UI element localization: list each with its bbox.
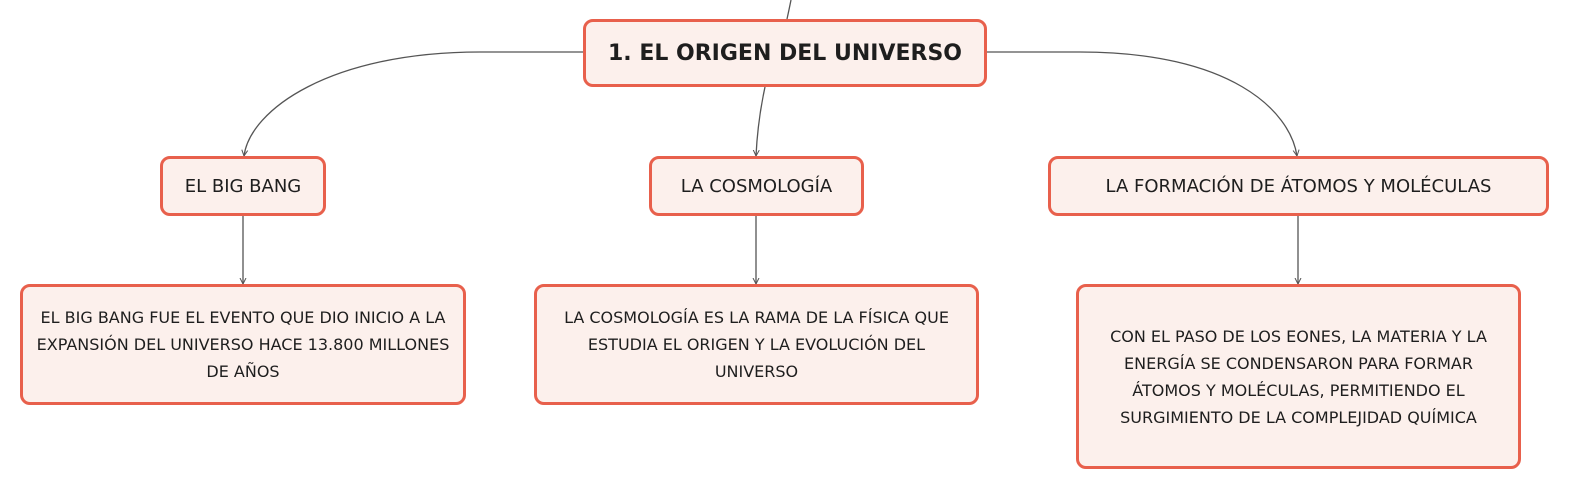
topic-label-cosmologia: LA COSMOLOGÍA [680,175,833,197]
root-topic-label: 1. EL ORIGEN DEL UNIVERSO [608,40,962,66]
detail-node-formacion[interactable]: CON EL PASO DE LOS EONES, LA MATERIA Y L… [1076,284,1521,469]
topic-label-big-bang: EL BIG BANG [184,175,302,197]
topic-node-big-bang[interactable]: EL BIG BANG [160,156,326,216]
connector-root-to-bigbang [244,51,583,156]
connector-root-to-formacion [987,51,1297,156]
connector-root-to-cosmologia [756,86,766,156]
connector-parent-to-root [786,0,792,20]
topic-node-cosmologia[interactable]: LA COSMOLOGÍA [649,156,864,216]
detail-node-cosmologia[interactable]: LA COSMOLOGÍA ES LA RAMA DE LA FÍSICA QU… [534,284,979,405]
detail-text-cosmologia: LA COSMOLOGÍA ES LA RAMA DE LA FÍSICA QU… [564,308,949,381]
detail-text-formacion: CON EL PASO DE LOS EONES, LA MATERIA Y L… [1110,326,1487,427]
detail-node-big-bang[interactable]: EL BIG BANG FUE EL EVENTO QUE DIO INICIO… [20,284,466,405]
topic-label-formacion: LA FORMACIÓN DE ÁTOMOS Y MOLÉCULAS [1105,175,1492,197]
root-topic-node[interactable]: 1. EL ORIGEN DEL UNIVERSO [583,19,987,87]
detail-text-big-bang: EL BIG BANG FUE EL EVENTO QUE DIO INICIO… [36,308,450,381]
topic-node-formacion[interactable]: LA FORMACIÓN DE ÁTOMOS Y MOLÉCULAS [1048,156,1549,216]
